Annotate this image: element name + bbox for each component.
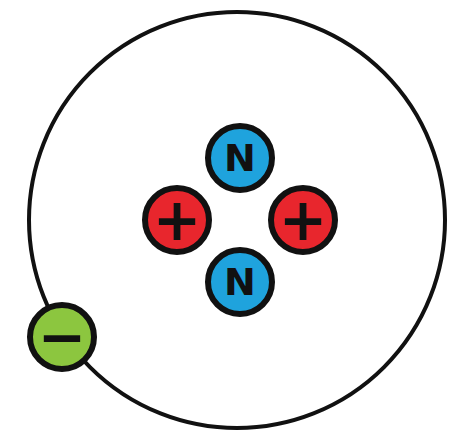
- electron-symbol: −: [38, 308, 87, 366]
- particle-outline: [145, 188, 209, 252]
- electron-orbit: [29, 12, 445, 428]
- particle-outline: [30, 305, 94, 369]
- proton-node: +: [267, 184, 339, 256]
- proton-node: +: [141, 184, 213, 256]
- particle-outline: [208, 250, 272, 314]
- particle-outline: [271, 188, 335, 252]
- neutron-node: N: [204, 246, 276, 318]
- proton-symbol: +: [153, 191, 202, 249]
- neutron-symbol: N: [224, 139, 256, 177]
- neutron-node: N: [204, 122, 276, 194]
- electron-node: −: [26, 301, 98, 373]
- particle-outline: [208, 126, 272, 190]
- neutron-symbol: N: [224, 263, 256, 301]
- proton-symbol: +: [279, 191, 328, 249]
